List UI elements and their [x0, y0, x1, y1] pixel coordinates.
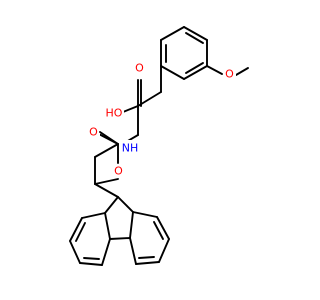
hydroxyl-label: HO — [106, 107, 123, 120]
bond — [132, 211, 158, 218]
bond — [158, 238, 170, 263]
bond — [104, 212, 111, 240]
bond — [129, 237, 137, 265]
bond — [153, 221, 164, 240]
bond — [75, 222, 86, 242]
bond — [104, 196, 119, 214]
hydroxyl-group: HO — [104, 105, 124, 121]
bond — [94, 178, 119, 185]
bond — [117, 196, 134, 213]
carbonyl-oxygen-acid-label: O — [135, 62, 144, 75]
bond — [109, 237, 131, 240]
molecule-structure-diagram: O O HO NH O O — [69, 26, 249, 266]
bond — [94, 183, 119, 198]
amine-label: NH — [122, 142, 139, 155]
methoxy-oxygen-label: O — [225, 68, 234, 81]
atom-label-layer: O O HO NH O O — [87, 60, 236, 179]
bond — [99, 131, 119, 145]
bond — [160, 26, 185, 41]
carbonyl-oxygen-carbamate-label: O — [89, 126, 98, 139]
bond — [69, 217, 83, 242]
bond — [79, 262, 103, 266]
bond — [183, 65, 208, 80]
ester-oxygen: O — [112, 163, 125, 179]
bond — [94, 143, 119, 158]
bond — [81, 212, 106, 219]
bond — [235, 67, 249, 76]
carbonyl-oxygen-acid: O — [133, 60, 146, 76]
carbonyl-oxygen-carbamate: O — [87, 124, 100, 140]
bond — [129, 211, 134, 239]
methoxy-oxygen: O — [223, 66, 236, 82]
bond — [122, 105, 139, 113]
amine-group: NH — [121, 140, 139, 156]
bond — [101, 238, 111, 266]
bond — [83, 257, 100, 260]
ester-oxygen-label: O — [114, 165, 123, 178]
bond — [135, 261, 160, 265]
bond — [156, 216, 170, 240]
bond — [185, 62, 204, 74]
bond-layer — [69, 26, 249, 266]
bond — [69, 240, 81, 264]
bond — [183, 26, 208, 41]
bond — [185, 32, 204, 44]
bond — [206, 65, 223, 75]
bond — [138, 256, 155, 259]
bond — [160, 65, 185, 80]
